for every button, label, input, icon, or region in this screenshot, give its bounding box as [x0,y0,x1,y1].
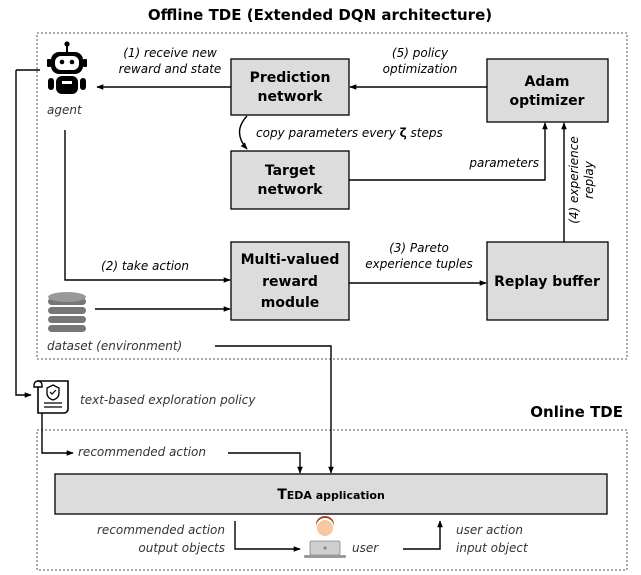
prediction-network-label-1: Prediction [250,70,331,86]
adam-optimizer-label-2: optimizer [509,93,584,109]
arrow-recommended-to-app [228,452,303,474]
arrow-agent-to-policy [15,70,32,398]
target-network-box [230,150,350,210]
online-title: Online TDE [530,403,623,421]
exploration-policy-label: text-based exploration policy [80,393,256,407]
input-object-label-1: user action [456,523,523,537]
arrow-user-to-input [403,520,443,550]
adam-optimizer-box [486,58,609,123]
replay-buffer-label: Replay buffer [494,274,600,290]
online-region [36,429,628,571]
reward-module-box [230,241,350,321]
policy-scroll-icon [33,380,69,414]
arrow-agent-to-reward [64,130,231,283]
target-network-label-1: Target [265,163,316,179]
dataset-label: dataset (environment) [47,339,182,353]
arrow-target-to-adam [349,122,548,181]
robot-icon [47,41,87,94]
adam-optimizer-label-1: Adam [525,74,570,90]
arrow-dataset-to-app [215,345,334,474]
output-objects-label-2: output objects [138,541,225,555]
user-label: user [352,541,379,555]
receive-label-2: reward and state [119,62,222,76]
database-icon [48,292,86,332]
pareto-label-2: experience tuples [365,257,472,271]
prediction-network-box [230,58,350,116]
arrow-output-to-user [234,521,301,552]
policy-opt-label-1: (5) policy [392,46,449,60]
input-object-label-2: input object [456,541,529,555]
reward-module-label-3: module [261,295,320,311]
arrow-copy-params [238,115,248,150]
agent-label: agent [47,103,83,117]
target-network-label-2: network [258,182,324,198]
pareto-label-1: (3) Pareto [389,241,449,255]
offline-title: Offline TDE (Extended DQN architecture) [148,6,492,24]
offline-region [36,32,628,360]
take-action-label: (2) take action [101,259,189,273]
prediction-network-label-2: network [258,89,324,105]
teda-application-box [54,473,608,515]
reward-module-label-1: Multi-valued [241,252,340,268]
recommended-action-label: recommended action [78,445,206,459]
receive-label-1: (1) receive new [123,46,217,60]
output-objects-label-1: recommended action [97,523,225,537]
copy-params-label: copy parameters every ζ steps [256,126,443,140]
replay-buffer-box [486,241,609,321]
reward-module-label-2: reward [262,274,318,290]
experience-replay-label-1: (4) experience [567,136,581,224]
policy-opt-label-2: optimization [383,62,458,76]
teda-application-label: TEDA application [277,487,385,503]
user-laptop-icon [304,516,346,558]
parameters-label: parameters [468,156,539,170]
experience-replay-label-2: replay [582,160,596,199]
arrow-policy-to-recommended [41,413,74,456]
